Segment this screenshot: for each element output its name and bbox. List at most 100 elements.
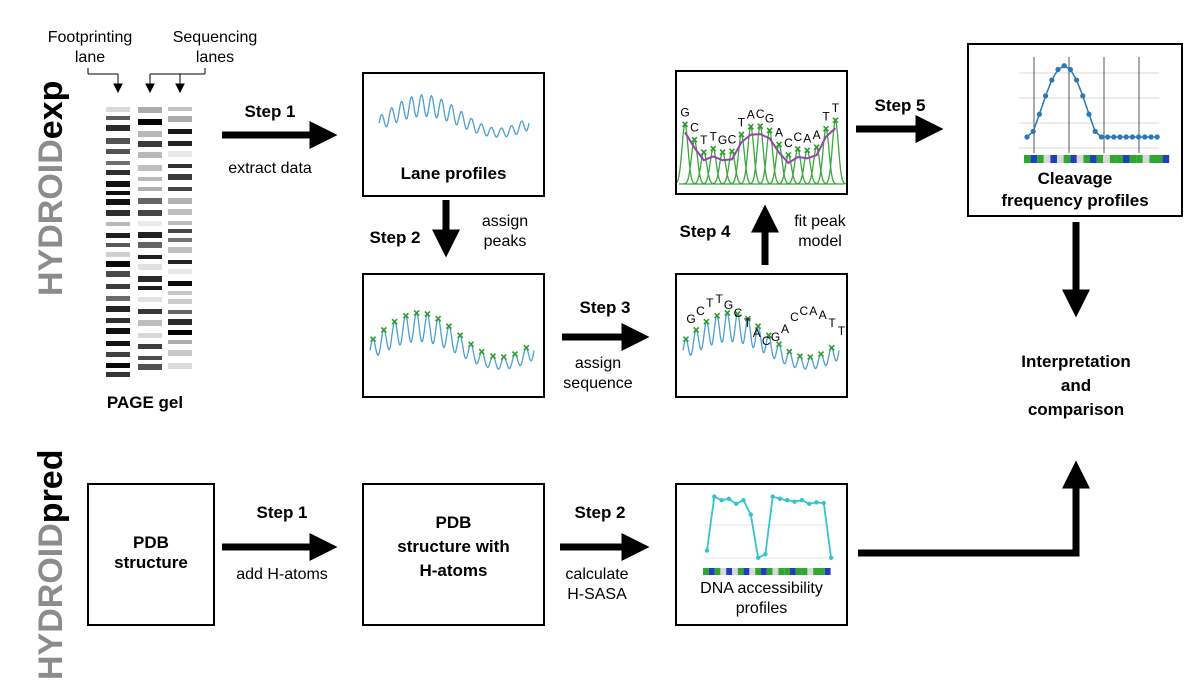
- sequence-letter: G: [718, 133, 727, 147]
- access-point: [726, 496, 732, 501]
- sequence-letter: C: [762, 334, 771, 348]
- cleavage-label-line1: Cleavage: [1037, 169, 1113, 188]
- cleavage-seq-cell: [1109, 155, 1117, 163]
- access-point: [785, 498, 790, 503]
- access-point: [748, 512, 753, 517]
- access-seq-cell: [790, 568, 796, 575]
- sequence-letter: C: [799, 304, 808, 318]
- gel-band: [106, 233, 130, 238]
- fit-peak-marker: [728, 148, 736, 155]
- access-seq-cell: [824, 568, 831, 575]
- access-point: [814, 500, 819, 505]
- footprinting-label-line1: Footprinting: [47, 29, 133, 46]
- gel-band: [168, 221, 192, 225]
- pred-step1-label: Step 1: [256, 503, 308, 522]
- pdb-structure-line2: structure: [114, 553, 188, 572]
- fit-peak-marker: [738, 131, 745, 138]
- pdb-h-line1: PDB: [435, 513, 472, 532]
- fit-peak-marker: [719, 149, 726, 156]
- access-point: [807, 501, 812, 506]
- access-seq-cell: [720, 568, 727, 575]
- sequence-letter: C: [728, 132, 737, 146]
- access-point: [777, 496, 783, 501]
- gel-band: [106, 306, 130, 312]
- gel-band: [138, 119, 162, 125]
- cleavage-point: [1067, 66, 1073, 73]
- sequence-letter: C: [784, 136, 793, 150]
- peak-marker: [807, 354, 814, 361]
- peak-marker: [693, 326, 700, 334]
- gel-band: [106, 191, 130, 195]
- cleavage-point: [1117, 134, 1123, 140]
- sequence-letter: T: [700, 133, 708, 147]
- access-seq-cell: [784, 568, 790, 575]
- gel-band: [168, 164, 192, 168]
- cleavage-seq-cell: [1103, 155, 1110, 163]
- gel-band: [168, 330, 192, 335]
- access-point: [792, 499, 797, 504]
- gel-band: [106, 252, 130, 257]
- cleavage-point: [1105, 134, 1111, 140]
- gel-band: [168, 129, 192, 134]
- access-point: [821, 500, 826, 506]
- gel-band: [138, 210, 162, 216]
- gel-band: [106, 271, 130, 277]
- gel-band: [168, 198, 192, 204]
- gel-band: [168, 187, 192, 191]
- access-point: [828, 555, 834, 560]
- gel-band: [168, 281, 192, 286]
- peak-marker: [370, 336, 377, 343]
- access-point: [719, 498, 724, 503]
- gel-band: [168, 319, 192, 325]
- access-seq-cell: [703, 568, 709, 575]
- exp-step2-desc-line2: peaks: [483, 233, 527, 250]
- peak-marker: [724, 309, 731, 316]
- gel-band: [168, 247, 192, 253]
- access-seq-cell: [795, 568, 802, 575]
- gel-band: [168, 141, 192, 146]
- sequence-letter: T: [710, 130, 718, 144]
- gel-band: [138, 242, 162, 248]
- cleavage-seq-cell: [1136, 155, 1143, 163]
- lane-profiles-box: Lane profiles: [362, 72, 545, 197]
- peak-marker: [413, 309, 420, 316]
- access-point: [755, 555, 761, 560]
- pdb-h-line3: H-atoms: [419, 561, 488, 580]
- cleavage-point: [1055, 66, 1061, 73]
- interp-line2: and: [1060, 376, 1092, 395]
- cleavage-seq-cell: [1050, 155, 1057, 163]
- gel-band: [138, 198, 162, 204]
- cleavage-seq-cell: [1090, 155, 1097, 163]
- fit-peak-marker: [822, 125, 830, 132]
- gel-band: [106, 199, 130, 205]
- cleavage-point: [1142, 134, 1148, 140]
- gel-band: [138, 165, 162, 171]
- peak-marker: [511, 350, 519, 358]
- sequence-letter: A: [775, 125, 783, 139]
- sequence-letter: A: [819, 308, 827, 322]
- gel-band: [106, 149, 130, 154]
- access-seq-cell: [801, 568, 808, 575]
- gel-band: [106, 107, 130, 112]
- gel-band: [106, 341, 130, 346]
- cleavage-seq-cell: [1096, 155, 1104, 163]
- access-seq-cell: [819, 568, 825, 575]
- sequence-letter: C: [690, 121, 699, 135]
- fit-peak-marker: [785, 151, 792, 159]
- lane-profiles-trace: [378, 93, 530, 138]
- gel-band: [138, 255, 162, 259]
- exp-step4-label: Step 4: [679, 222, 731, 241]
- gel-band: [168, 340, 192, 344]
- cleavage-point: [1136, 134, 1142, 140]
- access-point: [799, 498, 805, 503]
- interp-line3: comparison: [1027, 400, 1125, 419]
- sequence-letter: G: [680, 105, 689, 119]
- gel-band: [106, 372, 130, 377]
- gel-sequencing-lane-1: [138, 105, 162, 375]
- access-seq-cell: [732, 568, 738, 575]
- exp-step3-desc-line2: sequence: [563, 375, 633, 392]
- peak-marker: [828, 344, 835, 351]
- sequence-letter: G: [686, 312, 695, 326]
- sequence-letter: A: [747, 108, 755, 122]
- peak-marker: [775, 341, 783, 348]
